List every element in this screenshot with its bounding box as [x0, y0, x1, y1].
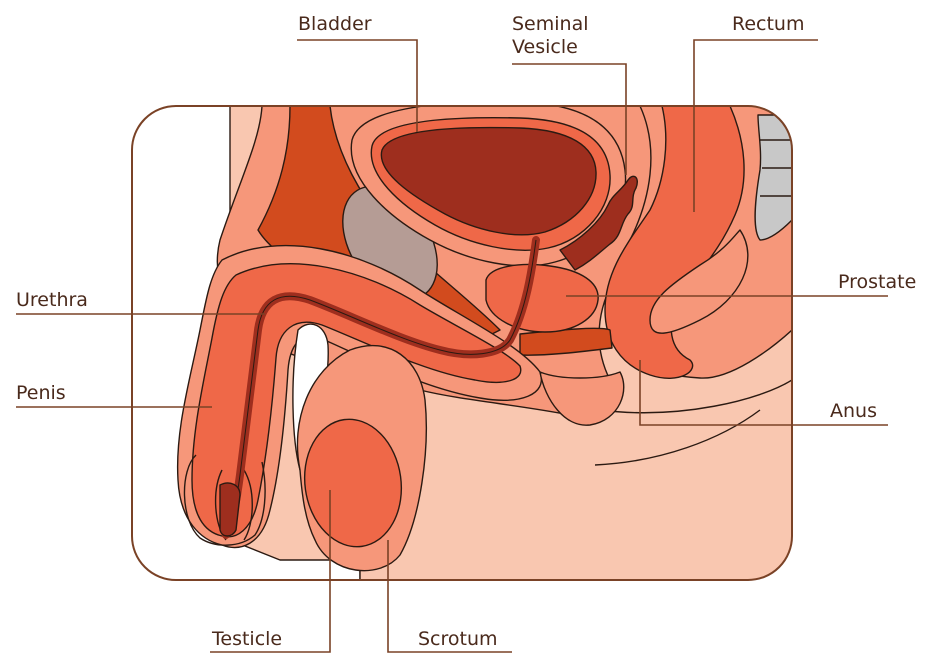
label-seminal-vesicle-line2: Vesicle — [512, 36, 578, 58]
label-prostate: Prostate — [838, 271, 916, 293]
label-rectum: Rectum — [732, 13, 804, 35]
label-bladder: Bladder — [298, 13, 372, 35]
label-anus: Anus — [830, 400, 877, 422]
label-penis: Penis — [16, 382, 66, 404]
label-urethra: Urethra — [16, 289, 88, 311]
label-seminal-vesicle-line1: Seminal — [512, 13, 589, 35]
label-scrotum: Scrotum — [418, 628, 498, 650]
label-testicle: Testicle — [212, 628, 282, 650]
spine — [755, 115, 792, 240]
